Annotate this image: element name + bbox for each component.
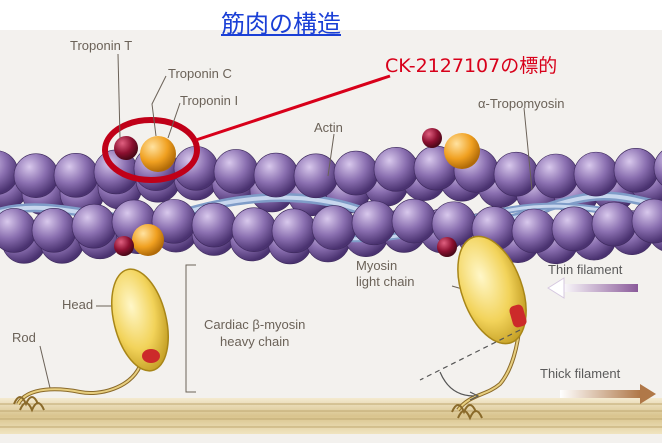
troponin-c-bead: [140, 136, 176, 172]
actin-bead: [272, 209, 316, 253]
actin-bead: [254, 153, 298, 197]
actin-bead: [312, 206, 356, 250]
actin-bead: [192, 203, 236, 247]
troponin-t-bead-2: [422, 128, 442, 148]
actin-bead: [552, 207, 596, 251]
cardiac-myosin-label: Cardiac β-myosin heavy chain: [204, 316, 305, 350]
actin-label: Actin: [314, 120, 343, 135]
actin-bead: [512, 209, 556, 253]
myosin-light-chain-mark: [142, 349, 160, 363]
actin-bead: [614, 148, 658, 192]
actin-bead: [334, 151, 378, 195]
actin-bead: [534, 154, 578, 198]
actin-bead: [294, 154, 338, 198]
troponin-i-label: Troponin I: [180, 93, 238, 108]
actin-bead: [352, 201, 396, 245]
actin-bead: [214, 149, 258, 193]
troponin-c-lower-bead: [132, 224, 164, 256]
thin-filament-label: Thin filament: [548, 262, 622, 277]
thick-filament-bar: [0, 398, 662, 434]
actin-bead: [494, 152, 538, 196]
myosin-light-chain-label: Myosin light chain: [356, 258, 415, 290]
thick-filament-label: Thick filament: [540, 366, 620, 381]
troponin-t-lower-bead-2: [437, 237, 457, 257]
actin-bead: [374, 147, 418, 191]
actin-bead: [392, 199, 436, 243]
head-label: Head: [62, 297, 93, 312]
actin-bead: [72, 204, 116, 248]
actin-bead: [592, 202, 636, 246]
tropomyosin-label: α-Tropomyosin: [478, 96, 565, 111]
actin-bead: [32, 208, 76, 252]
actin-bead: [14, 154, 58, 198]
rod-label: Rod: [12, 330, 36, 345]
ck-2127107-target-label: CK-2127107の標的: [385, 51, 557, 78]
troponin-t-label: Troponin T: [70, 38, 132, 53]
troponin-c-label: Troponin C: [168, 66, 232, 81]
actin-bead: [232, 208, 276, 252]
actin-bead: [574, 152, 618, 196]
troponin-t-lower-bead: [114, 236, 134, 256]
page-title: 筋肉の構造: [221, 4, 341, 39]
troponin-c-bead-2: [444, 133, 480, 169]
troponin-t-bead: [114, 136, 138, 160]
actin-bead: [54, 153, 98, 197]
